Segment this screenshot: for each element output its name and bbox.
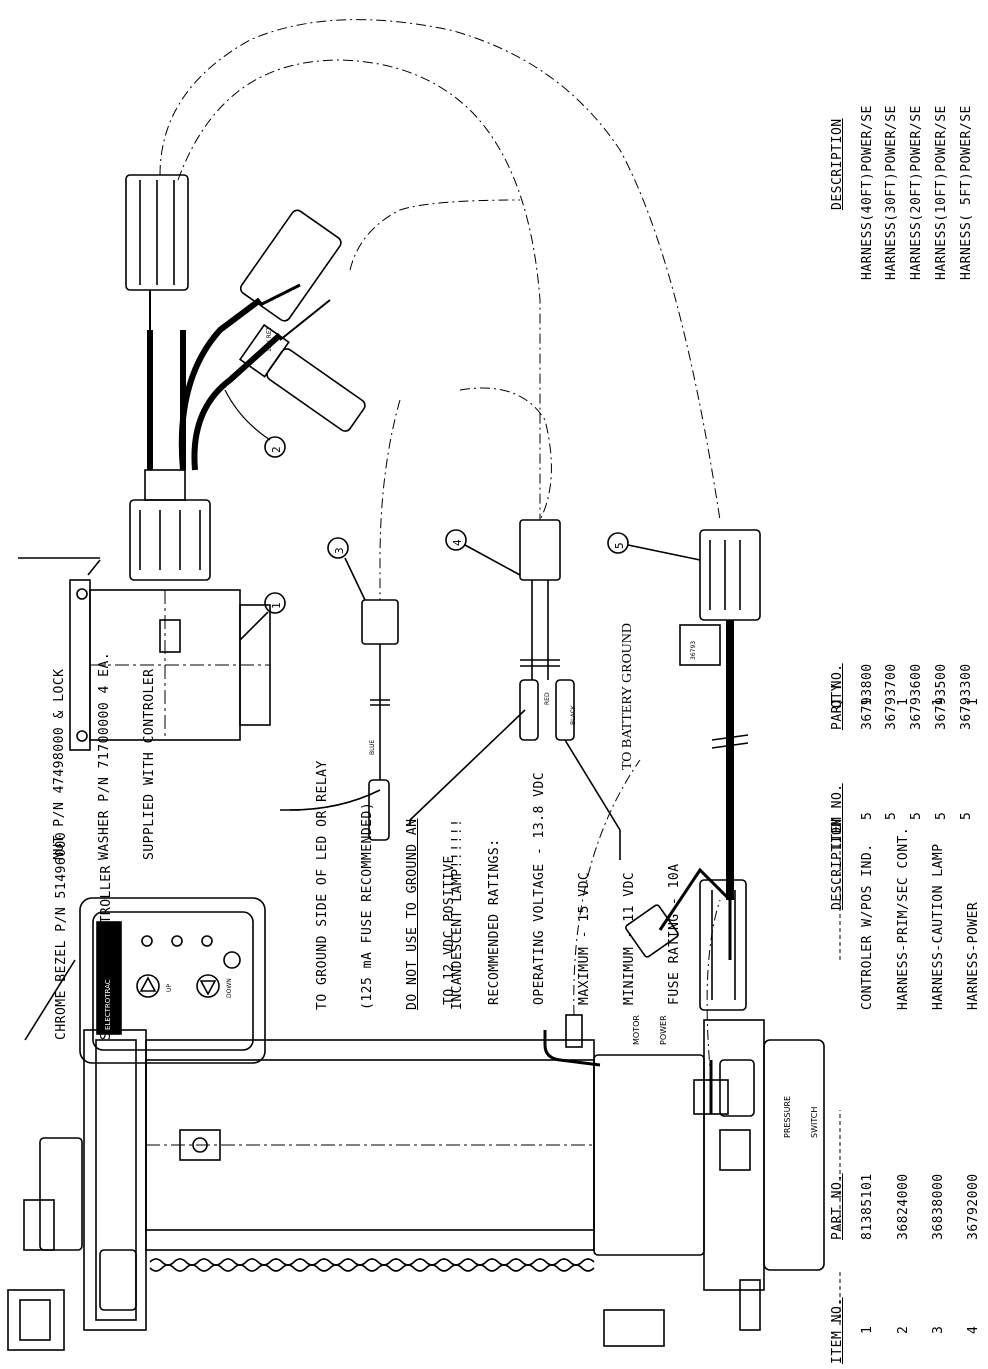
note-pos-line-1: TO 12 VDC POSITIVE [442,855,457,1005]
note-pos-line-2: RECOMMENDED RATINGS: [487,838,502,1005]
panel-brand: ELECTROTRAC [104,979,112,1030]
note-nut-washer: NUT P/N 47498000 & LOCK WASHER P/N 71700… [22,652,187,860]
parts-row-3-part: 36838000 [931,1173,946,1240]
harness-2 [125,19,721,581]
note-pos-line-3: OPERATING VOLTAGE - 13.8 VDC [532,771,547,1005]
actuator-cylinder [7,1019,825,1351]
wire-label-12v: 12V RET [266,326,273,352]
parts-row-4-item: 4 [966,1325,981,1334]
controller-housing [69,559,286,751]
note-nut-line-2: WASHER P/N 71700000 4 EA. [97,651,112,860]
wire-label-black: BLACK [570,705,577,725]
callout-1: 1 [270,601,283,609]
harness-row-1-item: 5 [860,811,875,820]
pressure-switch-lead [693,899,729,1115]
wire-label-red: RED [544,692,551,705]
harness-header-desc: DESCRIPTION [830,118,845,210]
note-led-line-1: TO GROUND SIDE OF LED OR RELAY [315,760,330,1010]
harness-row-3-desc: HARNESS(20FT)POWER/SE [909,105,924,280]
note-nut-line-1: NUT P/N 47498000 & LOCK [52,668,67,860]
harness-row-4-desc: HARNESS(10FT)POWER/SE [934,105,949,280]
parts-row-3-item: 3 [931,1325,946,1334]
panel-down-label: DOWN [226,978,233,998]
harness-row-5-part: 36793300 [959,663,974,730]
parts-row-4-desc: HARNESS-POWER [966,901,981,1010]
callout-4: 4 [451,538,464,546]
note-bezel-line-1: CHROME BEZEL P/N 51496000 [54,831,69,1040]
harness-row-2-desc: HARNESS(30FT)POWER/SE [884,105,899,280]
harness-header-item: ITEM NO. [830,783,845,850]
note-led-line-2: (125 mA FUSE RECOMMENDED) [360,801,375,1010]
parts-row-4-part: 36792000 [966,1173,981,1240]
harness-3 [289,387,552,841]
note-pos-line-6: FUSE RATING - 10A [667,863,682,1005]
harness-row-4-part: 36793500 [934,663,949,730]
harness-4 [409,519,621,831]
parts-row-1-desc: CONTROLER W/POS IND. [860,843,875,1010]
callout-2: 2 [270,445,283,453]
note-bezel: CHROME BEZEL P/N 51496000 SUPPLIED W/CON… [24,832,144,1040]
note-nut-line-3: SUPPLIED WITH CONTROLER [142,668,157,860]
harness-row-3-part: 36793600 [909,663,924,730]
callout-3: 3 [333,546,346,554]
panel-up-label: UP [166,983,173,992]
parts-header-item: ITEM NO. [830,1297,845,1364]
motor-power-lead [543,759,641,1067]
parts-row-1-item: 1 [860,1325,875,1334]
label-switch: SWITCH [810,1106,819,1138]
label-motor-power: MOTOR POWER [614,1015,686,1045]
harness-row-5-item: 5 [959,811,974,820]
harness-header-part: PART NO. [830,663,845,730]
note-pos-line-5: MINIMUM - 11 VDC [622,871,637,1005]
harness-row-1-part: 36793800 [860,663,875,730]
harness-5 [607,529,761,1011]
note-positive: TO 12 VDC POSITIVE RECOMMENDED RATINGS: … [412,772,712,1005]
label-power: POWER [659,1015,668,1045]
parts-row-2-part: 36824000 [896,1173,911,1240]
parts-row-2-item: 2 [896,1325,911,1334]
parts-header-part: PART NO. [830,1173,845,1240]
label-pressure: PRESSURE [783,1095,792,1138]
parts-row-3-desc: HARNESS-CAUTION LAMP [931,843,946,1010]
wire-tag-item-5: 36793 [690,640,697,660]
label-motor: MOTOR [632,1015,641,1045]
harness-row-1-desc: HARNESS(40FT)POWER/SE [860,105,875,280]
callout-5: 5 [613,541,626,549]
wire-label-blue: BLUE [369,739,376,755]
harness-row-3-item: 5 [909,811,924,820]
parts-row-2-desc: HARNESS-PRIM/SEC CONT. [896,826,911,1010]
parts-row-1-part: 81385101 [860,1173,875,1240]
harness-row-2-part: 36793700 [884,663,899,730]
label-pressure-switch: PRESSURE SWITCH [765,1096,837,1138]
harness-row-4-item: 5 [934,811,949,820]
control-panel-bezel [24,897,266,1064]
harness-row-2-item: 5 [884,811,899,820]
note-battery-ground: TO BATTERY GROUND [620,622,635,770]
harness-row-5-desc: HARNESS( 5FT)POWER/SE [959,105,974,280]
note-pos-line-4: MAXIMUM - 15 VDC [577,871,592,1005]
